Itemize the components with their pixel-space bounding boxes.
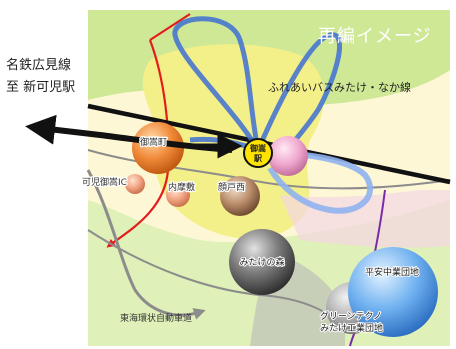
map-title: 再編イメージ	[318, 26, 432, 47]
left-caption-line: 名鉄広見線	[6, 57, 71, 73]
label-mitake-forest: みたけの森	[239, 256, 284, 268]
sphere-mitake-gate	[132, 122, 184, 174]
label-uchihara: 内摩敷	[168, 181, 195, 193]
sphere-uchihara	[166, 183, 190, 207]
map-pink-district	[280, 190, 450, 248]
label-green-techno-sub: みたけ工業団地	[320, 322, 383, 334]
left-caption-direction: 至 新可児駅	[6, 79, 75, 95]
label-heian-industrial: 平安中業団地	[365, 266, 419, 278]
bus-route-south	[261, 151, 373, 214]
station-label-2: 駅	[254, 154, 263, 163]
label-expressway: 東海環状自動車道	[120, 312, 192, 324]
label-kunoha: 顔戸西	[218, 181, 245, 193]
bus-route-loop	[172, 16, 261, 152]
bus-route-label: ふれあいバスみたけ・なか線	[268, 80, 411, 94]
gray-road-lower	[87, 229, 346, 331]
label-kani-mitake-ic: 可児御嵩IC	[82, 176, 127, 188]
station-circle-icon[interactable]	[243, 138, 273, 168]
map-left-panel	[0, 0, 88, 349]
label-green-techno: グリーンテクノ	[320, 310, 382, 322]
bus-route-east-loop	[255, 32, 343, 162]
expressway-line	[86, 169, 206, 320]
station-label-1: 御嵩	[249, 143, 266, 153]
sphere-mitake-forest	[229, 229, 295, 295]
sphere-heian-industrial	[348, 247, 438, 337]
label-mitake-gate: 御嵩町	[140, 136, 167, 148]
sphere-kunoha	[220, 176, 260, 216]
red-road-north	[149, 13, 191, 41]
sphere-station-pink	[268, 136, 308, 176]
sphere-kani-mitake-ic	[125, 174, 145, 194]
